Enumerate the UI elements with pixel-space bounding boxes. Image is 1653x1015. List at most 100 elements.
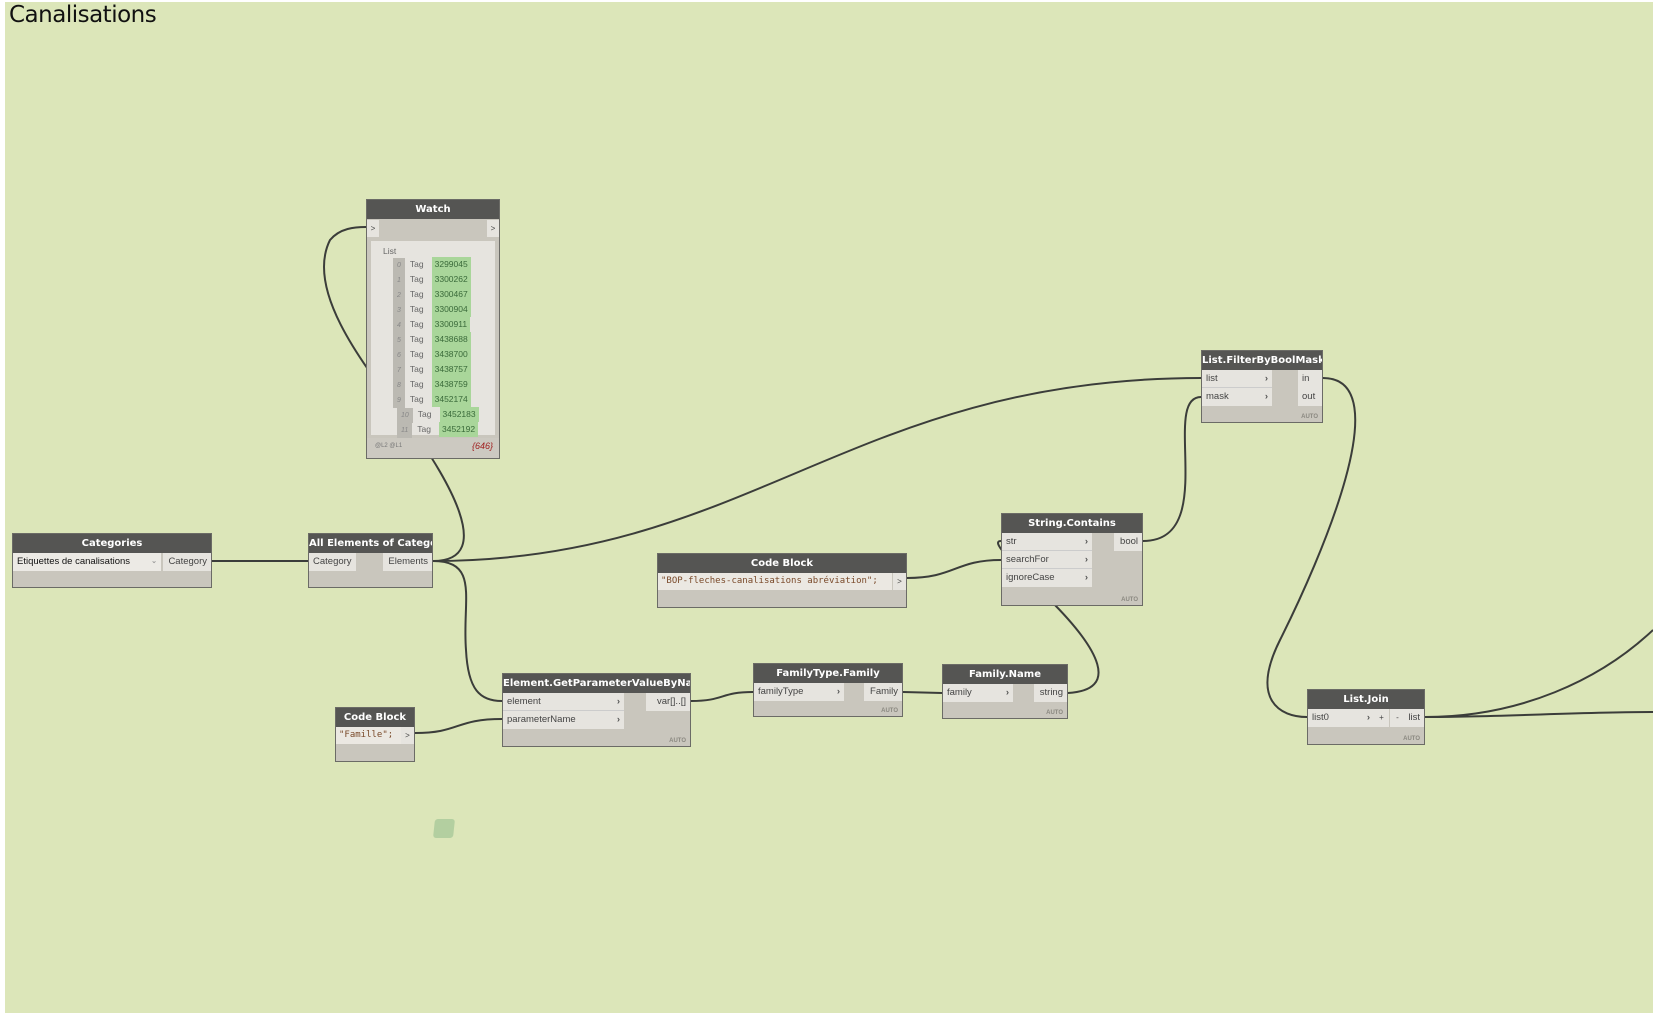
item-value: 3300467 [431,287,471,302]
node-title: List.Join [1308,690,1424,709]
graph-canvas[interactable] [5,2,1653,1013]
node-title: Element.GetParameterValueByName [503,674,690,693]
chevron-right-icon: › [1084,572,1088,583]
chevron-right-icon: › [616,714,620,725]
input-port-familytype[interactable]: familyType› [754,683,844,701]
node-title: Watch [367,200,499,219]
list-join-node[interactable]: List.Join list0› + - list AUTO [1307,689,1425,745]
input-port-str[interactable]: str› [1002,533,1092,551]
item-type: Tag [409,259,424,269]
item-type: Tag [409,319,424,329]
output-port-var[interactable]: var[]..[] [646,693,690,711]
lacing-label[interactable]: AUTO [669,738,686,744]
lacing-label[interactable]: AUTO [1046,710,1063,716]
node-title: List.FilterByBoolMask [1202,351,1322,370]
item-value: 3438688 [431,332,471,347]
wire-elements-to-filter-list[interactable] [432,377,1202,562]
input-port-family[interactable]: family› [943,684,1013,702]
input-port-category[interactable]: Category [309,553,356,571]
item-index: 2 [393,288,405,303]
add-input-button[interactable]: + [1374,709,1389,727]
input-port-mask[interactable]: mask› [1202,388,1272,406]
input-port-ignorecase[interactable]: ignoreCase› [1002,569,1092,587]
item-index: 7 [393,363,405,378]
watch-input-port[interactable]: > [367,220,379,237]
item-value: 3438759 [431,377,471,392]
watch-output-port[interactable]: > [487,220,499,237]
input-port-list0[interactable]: list0› [1308,709,1374,727]
code-input[interactable]: "BOP-fleches-canalisations abréviation"; [658,573,892,590]
item-value: 3299045 [431,257,471,272]
lacing-label[interactable]: AUTO [881,708,898,714]
chevron-right-icon: › [1264,373,1268,384]
item-index: 10 [397,408,413,423]
item-index: 5 [393,333,405,348]
node-title: Code Block [336,708,414,727]
node-title: Code Block [658,554,906,573]
wire-familytype-to-familyname[interactable] [902,691,943,694]
get-parameter-node[interactable]: Element.GetParameterValueByName element›… [502,673,691,747]
code-input[interactable]: "Famille"; [336,727,401,744]
item-value: 3300911 [431,317,471,332]
output-port[interactable]: > [893,573,906,590]
output-port-list[interactable]: list [1404,709,1424,727]
familytype-family-node[interactable]: FamilyType.Family familyType› Family AUT… [753,663,903,717]
item-type: Tag [409,394,424,404]
item-value: 3452192 [439,422,479,437]
wire-codeblock-to-searchfor[interactable] [906,559,1002,579]
item-value: 3452183 [439,407,479,422]
wire-bool-to-mask[interactable] [1142,396,1202,542]
item-index: 8 [393,378,405,393]
chevron-right-icon: › [1084,554,1088,565]
lacing-label: AUTO [1403,736,1420,742]
item-value: 3300904 [431,302,471,317]
input-port-searchfor[interactable]: searchFor› [1002,551,1092,569]
wire-join-out-2[interactable] [1424,629,1653,718]
chevron-down-icon: ⌄ [151,558,157,565]
item-type: Tag [409,364,424,374]
string-contains-node[interactable]: String.Contains str› searchFor› ignoreCa… [1001,513,1143,606]
lacing-label[interactable]: AUTO [1301,414,1318,420]
output-port-elements[interactable]: Elements [383,553,432,571]
remove-input-button[interactable]: - [1390,709,1405,727]
chevron-right-icon: › [616,696,620,707]
item-index: 0 [393,258,405,273]
output-port-out[interactable]: out [1298,388,1322,406]
item-index: 11 [397,423,413,438]
code-block-node[interactable]: Code Block "Famille"; > [335,707,415,762]
input-port-parametername[interactable]: parameterName› [503,711,624,729]
family-name-node[interactable]: Family.Name family› string AUTO [942,664,1068,719]
wire-elements-to-getparam[interactable] [432,560,503,702]
wire-getparam-to-familytype[interactable] [690,691,754,702]
input-port-element[interactable]: element› [503,693,624,711]
lacing-label[interactable]: AUTO [1121,597,1138,603]
output-port[interactable]: > [401,727,414,744]
output-port-family[interactable]: Family [864,683,902,701]
all-elements-node[interactable]: All Elements of Category Category Elemen… [308,533,433,588]
wire-codeblock-to-paramname[interactable] [414,718,503,734]
item-index: 6 [393,348,405,363]
output-port-category[interactable]: Category [163,553,211,571]
output-port-in[interactable]: in [1298,370,1322,388]
output-port-bool[interactable]: bool [1114,533,1142,551]
item-type: Tag [409,289,424,299]
category-dropdown[interactable]: Etiquettes de canalisations ⌄ [13,553,161,571]
code-block-node[interactable]: Code Block "BOP-fleches-canalisations ab… [657,553,907,608]
item-type: Tag [409,304,424,314]
input-port-list[interactable]: list› [1202,370,1272,388]
wire-filter-in-to-join[interactable] [1266,377,1357,718]
filter-by-bool-mask-node[interactable]: List.FilterByBoolMask list› mask› in out… [1201,350,1323,423]
chevron-right-icon: › [1264,391,1268,402]
item-type: Tag [409,349,424,359]
item-index: 4 [393,318,405,333]
workspace-title: Canalisations [9,2,157,28]
output-port-string[interactable]: string [1034,684,1067,702]
item-type: Tag [409,274,424,284]
categories-node[interactable]: Categories Etiquettes de canalisations ⌄… [12,533,212,588]
